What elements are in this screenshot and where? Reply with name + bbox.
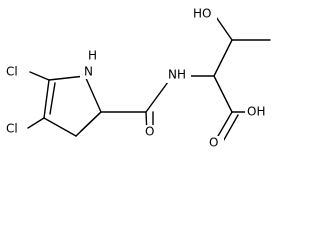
atom-amide-o: O — [145, 125, 154, 139]
carboxyl-o-bg — [206, 136, 224, 151]
bond-c3-cl — [27, 117, 45, 129]
bond-calpha-carboxyl — [213, 75, 233, 113]
hydroxyl-bg — [191, 6, 217, 22]
atom-pyrrole-n: N — [84, 65, 93, 79]
bond-c2-cl — [29, 71, 50, 81]
pyrrole-nh-bg — [80, 49, 104, 79]
bond-c4-c3 — [43, 117, 77, 137]
pyrrole-ring — [43, 75, 102, 137]
amide-o-bg — [141, 125, 159, 140]
atom-hydroxyl: HO — [193, 7, 211, 21]
bond-calpha-cbeta — [213, 39, 233, 77]
cl-lower-bg — [4, 121, 24, 137]
chemical-structure-diagram: Cl Cl H N NH O HO OH O — [4, 6, 273, 151]
atom-pyrrole-h: H — [88, 49, 97, 63]
carboxyl-oh-bg — [245, 104, 273, 120]
bond-c3-c2 — [43, 79, 50, 119]
cl-upper-bg — [4, 64, 24, 80]
atom-cl-upper: Cl — [6, 65, 18, 79]
bond-n1-c5 — [84, 75, 102, 113]
atom-amide-nh: NH — [168, 68, 186, 82]
bond-c5-c4-double — [80, 112, 101, 132]
bond-c3-c2-double — [49, 82, 56, 115]
bond-carbonyl-nh — [145, 81, 169, 113]
atom-cl-lower: Cl — [6, 122, 18, 136]
atom-carboxyl-oh: OH — [247, 105, 265, 119]
amide-nh-bg — [166, 67, 191, 83]
bond-c2-n1 — [48, 75, 86, 81]
atom-carboxyl-o: O — [209, 136, 218, 150]
